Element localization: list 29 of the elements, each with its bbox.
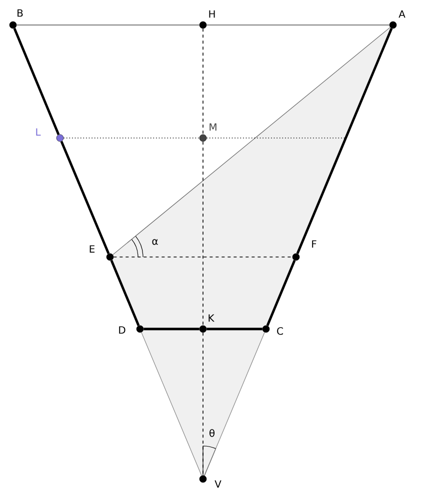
point-label: F xyxy=(312,240,316,248)
point-label: V xyxy=(214,480,222,488)
point-label: H xyxy=(209,10,215,18)
line-segment xyxy=(202,28,204,135)
line-segment xyxy=(110,260,140,326)
line-segment xyxy=(266,260,296,326)
line-segment xyxy=(204,332,265,476)
angle-label: α xyxy=(152,239,158,245)
point-label: E xyxy=(90,245,95,253)
line-segment xyxy=(60,140,110,254)
point-label: A xyxy=(398,10,406,18)
line-segment xyxy=(206,328,262,330)
point-label: L xyxy=(36,128,41,136)
line-segment xyxy=(13,28,60,136)
point-label: M xyxy=(210,123,216,131)
point-label: C xyxy=(277,327,283,335)
angle-label: θ xyxy=(210,429,214,437)
line-segment xyxy=(112,27,390,255)
line-segment xyxy=(141,332,202,476)
point-label: K xyxy=(208,314,214,322)
line-segment xyxy=(144,328,200,330)
line-segment xyxy=(206,24,390,26)
line-segment xyxy=(202,332,204,476)
line-segment xyxy=(202,141,204,326)
line-segment xyxy=(16,24,200,26)
point-label: D xyxy=(119,326,126,334)
line-segment xyxy=(113,256,293,258)
point-label: B xyxy=(18,9,23,17)
line-segment xyxy=(296,28,393,254)
